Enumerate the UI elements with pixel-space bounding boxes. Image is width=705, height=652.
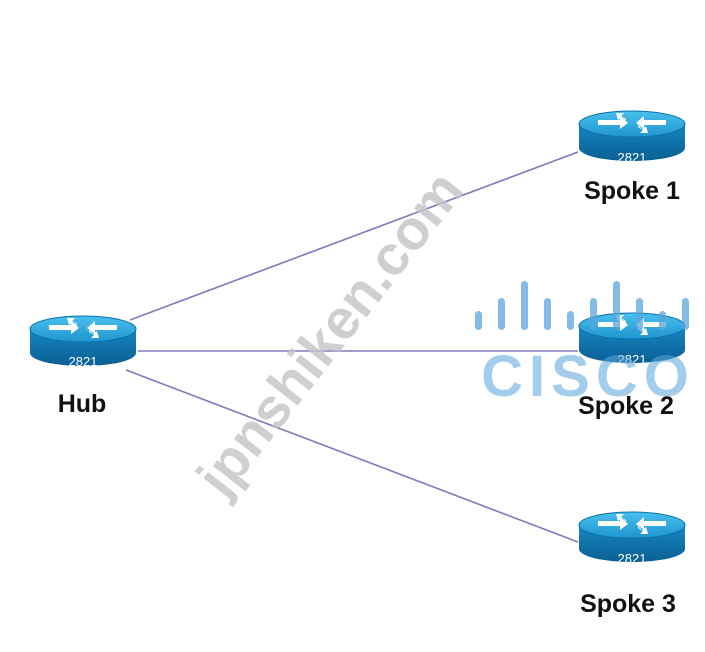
node-label-hub: Hub [58,390,107,418]
router-model-label: 2821 [618,352,647,367]
node-label-spoke-3: Spoke 3 [580,590,676,618]
router-hub[interactable]: 2821 [29,315,137,369]
router-spoke-3[interactable]: 2821 [578,511,686,566]
router-model-label: 2821 [618,551,647,566]
router-model-label: 2821 [618,150,647,165]
link-hub-spoke-3 [125,369,579,543]
link-hub-spoke-1 [129,151,579,321]
cisco-logo-text: CISCO [481,344,695,409]
router-model-label: 2821 [69,354,98,369]
cisco-bars-icon [475,281,689,330]
cisco-logo-watermark: CISCO [475,281,695,409]
router-spoke-1[interactable]: 2821 [578,110,686,165]
node-label-spoke-2: Spoke 2 [578,392,674,420]
links [125,151,579,543]
router-spoke-2[interactable]: 2821 [578,312,686,367]
watermark-text: jpnshiken.com [183,159,475,508]
node-label-spoke-1: Spoke 1 [584,177,680,205]
